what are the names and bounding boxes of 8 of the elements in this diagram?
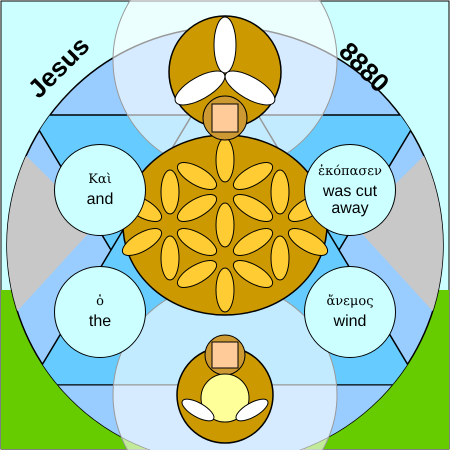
greek-word: Καὶ <box>88 172 112 187</box>
greek-word: ἐκόπασεν <box>318 164 382 178</box>
english-word: was cut away <box>322 182 378 216</box>
greek-word: ὁ <box>96 294 104 309</box>
english-word: the <box>88 313 112 330</box>
english-word: wind <box>332 313 368 330</box>
english-word: and <box>86 191 114 208</box>
greek-word: ἄνεμος <box>326 294 374 309</box>
